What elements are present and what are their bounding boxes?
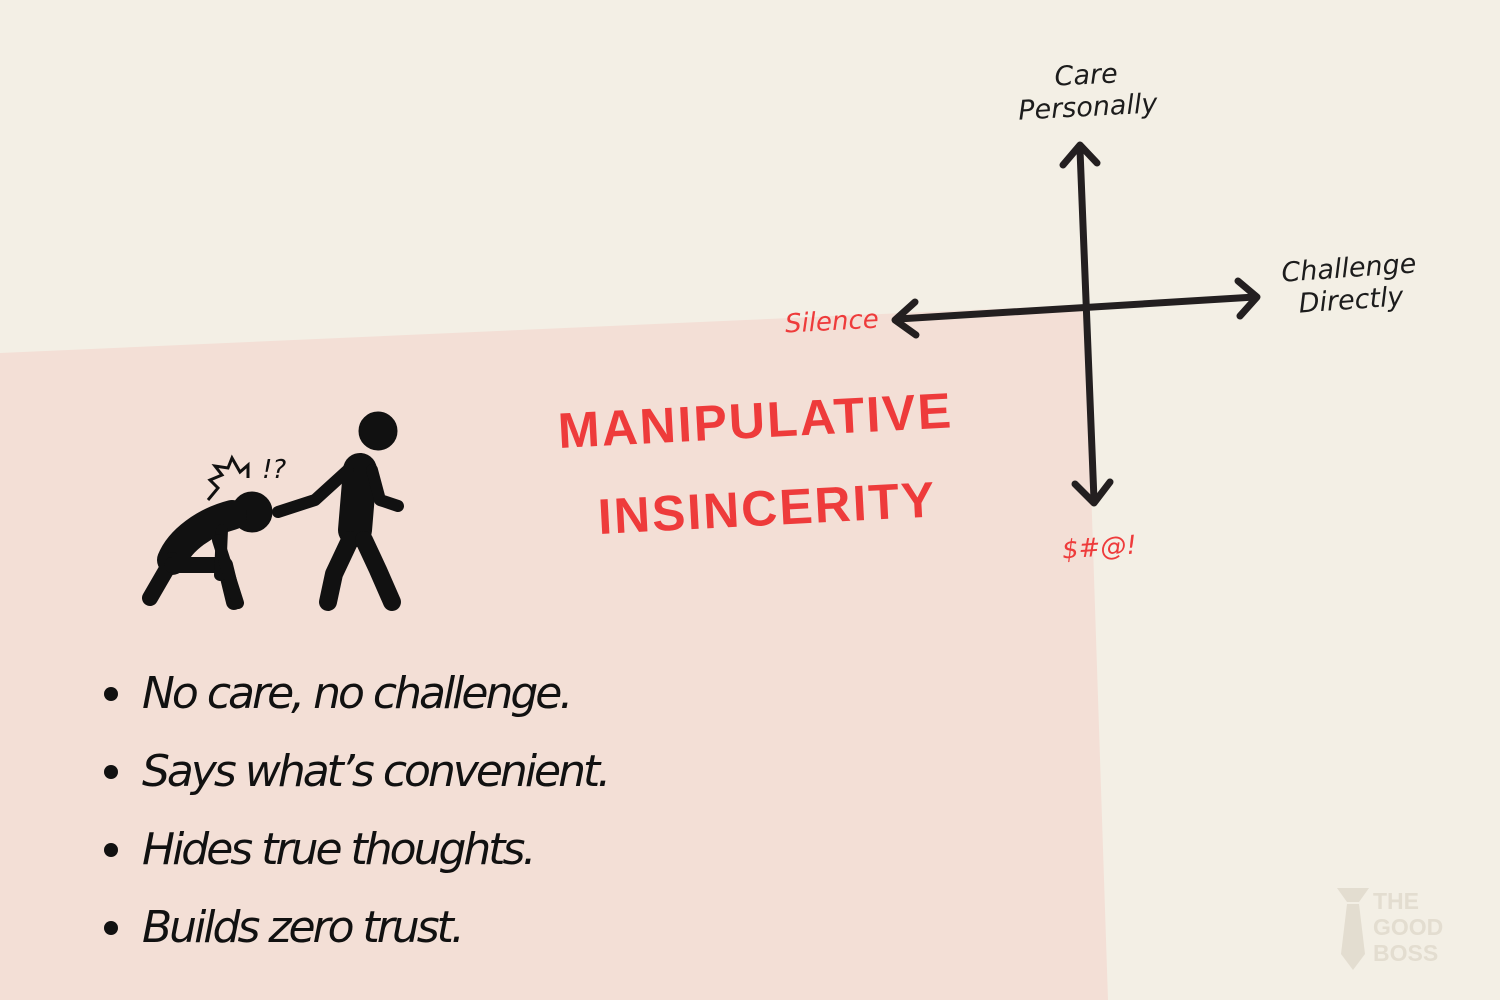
up-arrowhead — [1059, 141, 1101, 169]
axis-label-challenge-directly: Challenge Directly — [1280, 248, 1418, 320]
axes — [891, 141, 1261, 507]
left-arrowhead — [891, 298, 920, 339]
vertical-axis — [1076, 146, 1098, 504]
tie-icon — [1337, 888, 1369, 970]
horizontal-axis — [894, 293, 1259, 323]
axis-label-care-personally: Care Personally — [1017, 58, 1159, 127]
shock-lines-icon — [206, 454, 250, 501]
axis-label-silence: Silence — [784, 304, 880, 340]
quadrant-highlight — [0, 305, 1108, 1000]
crouching-figure-icon — [142, 491, 273, 610]
walking-figure-icon — [272, 411, 404, 611]
the-good-boss-logo: THE GOOD BOSS — [1335, 888, 1465, 978]
exclaim-text: !? — [262, 455, 286, 485]
bullet-item: Says what’s convenient. — [100, 733, 611, 811]
bullet-item: No care, no challenge. — [100, 655, 608, 733]
bullet-list: No care, no challenge. Says what’s conve… — [100, 655, 611, 967]
bullet-item: Builds zero trust. — [100, 889, 608, 967]
axis-label-bottom: $#@! — [1061, 530, 1138, 566]
down-arrowhead — [1071, 478, 1114, 507]
bullet-item: Hides true thoughts. — [100, 811, 608, 889]
logo-text: THE GOOD BOSS — [1373, 888, 1444, 966]
right-arrowhead — [1234, 277, 1261, 320]
